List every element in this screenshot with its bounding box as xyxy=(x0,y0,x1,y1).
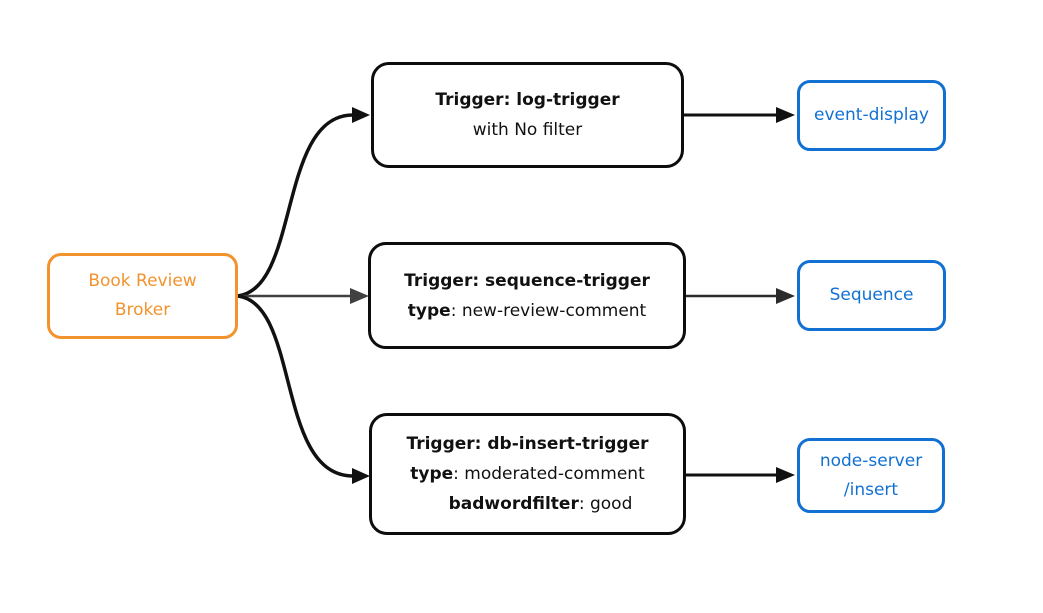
sink3-label-line1: node-server xyxy=(819,450,923,471)
trigger2-attr-type-value: : new-review-comment xyxy=(450,300,647,321)
sink3-label-line2: /insert xyxy=(843,479,899,500)
sink-node-node-server-insert: node-server /insert xyxy=(797,438,945,513)
trigger3-attr-type-value: : moderated-comment xyxy=(453,464,645,484)
edge-broker-to-trigger3 xyxy=(236,294,355,478)
edge-broker-to-trigger1 xyxy=(236,113,355,298)
trigger1-title: Trigger: log-trigger xyxy=(435,90,620,110)
trigger3-title: Trigger: db-insert-trigger xyxy=(406,434,649,454)
arrowhead-trigger1-to-sink1 xyxy=(776,107,795,123)
broker-label-line2: Broker xyxy=(114,300,171,320)
trigger3-attr-badwordfilter-value: : good xyxy=(578,494,633,514)
trigger1-subtitle: with No filter xyxy=(472,120,583,140)
arrowhead-broker-to-trigger3 xyxy=(352,468,370,484)
trigger-node-sequence-trigger: Trigger: sequence-trigger type: new-revi… xyxy=(368,242,686,349)
arrowhead-trigger3-to-sink3 xyxy=(776,467,795,483)
trigger2-attr-type: type: new-review-comment xyxy=(408,296,646,326)
broker-label-line1: Book Review xyxy=(88,271,197,291)
sink2-label: Sequence xyxy=(829,285,914,305)
trigger-node-db-insert-trigger: Trigger: db-insert-trigger type: moderat… xyxy=(369,413,686,535)
trigger3-attr-type: type: moderated-comment xyxy=(410,459,645,489)
sink-node-sequence: Sequence xyxy=(797,260,946,331)
arrowhead-broker-to-trigger1 xyxy=(352,107,370,123)
trigger-node-log-trigger: Trigger: log-trigger with No filter xyxy=(371,62,684,168)
arrowhead-broker-to-trigger2 xyxy=(350,288,369,304)
broker-node: Book Review Broker xyxy=(47,253,238,339)
arrowhead-trigger2-to-sink2 xyxy=(776,288,795,304)
trigger3-attr-badwordfilter: badwordfilter: good xyxy=(449,489,633,519)
trigger2-attr-type-key: type xyxy=(407,300,451,321)
sink1-label: event-display xyxy=(814,105,929,125)
sink-node-event-display: event-display xyxy=(797,80,946,151)
trigger3-attr-type-key: type xyxy=(410,464,454,484)
trigger2-title: Trigger: sequence-trigger xyxy=(404,270,650,291)
trigger3-attr-badwordfilter-key: badwordfilter xyxy=(448,494,579,514)
